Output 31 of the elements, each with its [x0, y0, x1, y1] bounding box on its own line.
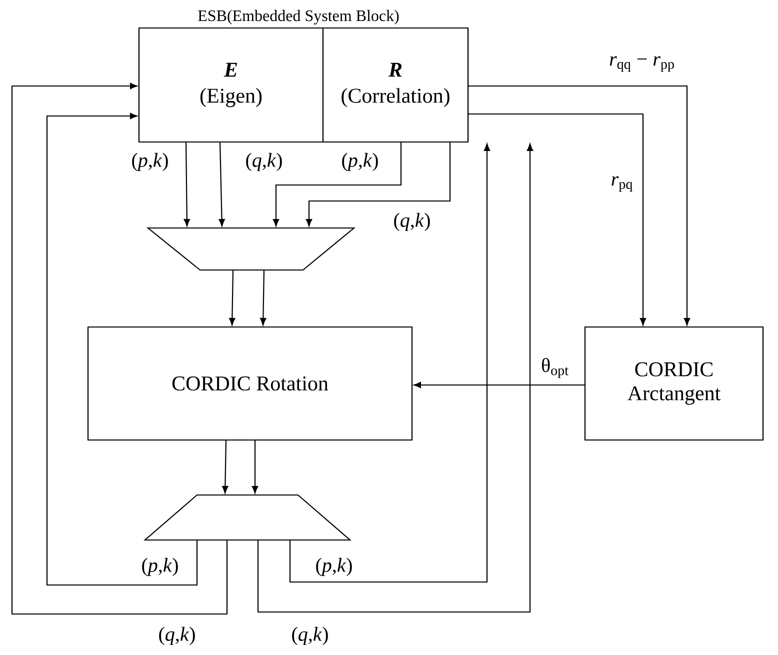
edge-label: (q,k) — [159, 626, 195, 646]
node-label: ESB(Embedded System Block) — [198, 10, 399, 24]
arrow — [257, 144, 534, 613]
edge-label: r$_{qq}$ − r$_{pp}$ — [610, 56, 674, 72]
process-box: E (Eigen) — [138, 27, 324, 143]
arrow — [289, 144, 490, 583]
edge-label: (p,k) — [342, 152, 378, 172]
arrow — [306, 142, 451, 226]
arrow — [184, 142, 190, 226]
process-box: R (Correlation) — [322, 27, 469, 143]
arrow — [414, 382, 585, 388]
edge-label: θ$_{opt}$ — [542, 358, 568, 378]
edge-label: (q,k) — [394, 212, 430, 232]
arrow — [46, 112, 198, 586]
arrow — [218, 142, 225, 226]
arrow — [229, 270, 236, 326]
arrow — [260, 270, 266, 326]
arrow — [272, 142, 402, 226]
edge-label: (p,k) — [316, 558, 352, 576]
edge-label: (q,k) — [246, 152, 282, 172]
edge-label: (q,k) — [292, 626, 328, 646]
edge-label: r$_{pq}$ — [612, 176, 632, 192]
process-box: CORDIC Rotation — [87, 326, 413, 441]
arrow — [222, 440, 228, 494]
process-box: CORDIC Arctangent — [584, 326, 764, 441]
arrow — [11, 82, 228, 615]
arrow — [468, 85, 690, 326]
arrow — [468, 113, 646, 326]
edge-label: (p,k) — [142, 558, 178, 576]
edge-label: (p,k) — [132, 152, 168, 172]
arrow — [252, 440, 258, 494]
